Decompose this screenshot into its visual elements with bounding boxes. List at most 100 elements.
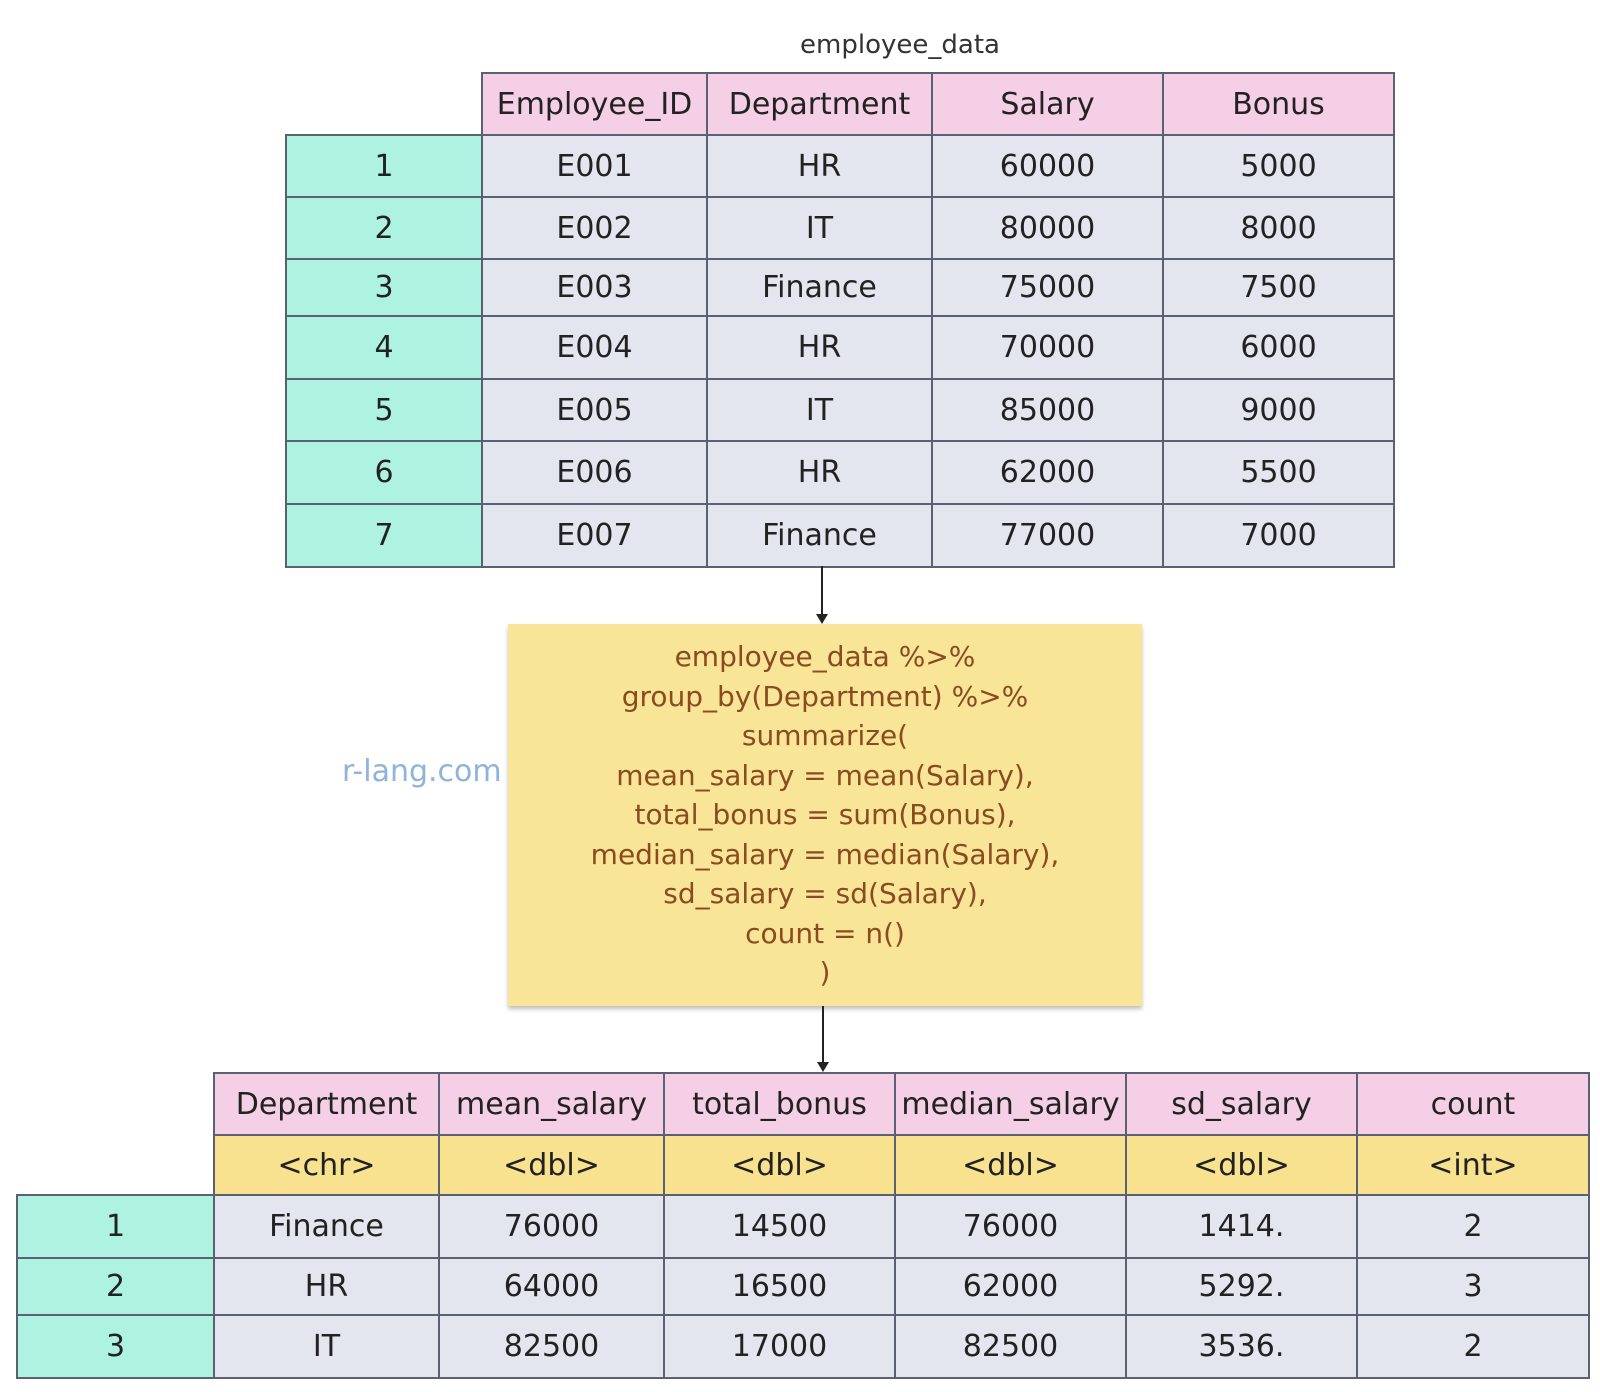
table-cell: HR <box>706 134 933 198</box>
column-type: <chr> <box>213 1134 440 1196</box>
table-cell: E001 <box>481 134 708 198</box>
row-index: 5 <box>285 378 483 442</box>
watermark: r-lang.com <box>342 754 502 789</box>
table-cell: 77000 <box>931 503 1164 568</box>
table-cell: E004 <box>481 315 708 380</box>
output-table: Department mean_salary total_bonus media… <box>16 1072 1590 1379</box>
column-type: <dbl> <box>438 1134 665 1196</box>
table-cell: 2 <box>1356 1314 1590 1379</box>
table-cell: 5292. <box>1125 1257 1358 1316</box>
column-type: <int> <box>1356 1134 1590 1196</box>
table-cell: 8000 <box>1162 196 1395 260</box>
table-cell: 62000 <box>894 1257 1127 1316</box>
table-cell: 9000 <box>1162 378 1395 442</box>
table-cell: 62000 <box>931 440 1164 505</box>
table-cell: 2 <box>1356 1194 1590 1259</box>
table-cell: 17000 <box>663 1314 896 1379</box>
column-type: <dbl> <box>894 1134 1127 1196</box>
table-cell: 16500 <box>663 1257 896 1316</box>
code-line: sd_salary = sd(Salary), <box>663 877 987 911</box>
row-index: 1 <box>285 134 483 198</box>
row-index: 1 <box>16 1194 215 1259</box>
row-index: 6 <box>285 440 483 505</box>
corner-blank <box>286 73 482 135</box>
input-header-row: Employee_ID Department Salary Bonus <box>286 72 1395 136</box>
row-index: 3 <box>285 258 483 317</box>
output-type-row: <chr> <dbl> <dbl> <dbl> <dbl> <int> <box>17 1134 1590 1196</box>
table-cell: HR <box>706 440 933 505</box>
arrow-head-2 <box>817 1062 829 1072</box>
table-cell: 76000 <box>894 1194 1127 1259</box>
column-header: total_bonus <box>663 1072 896 1136</box>
table-cell: HR <box>213 1257 440 1316</box>
arrow-down-2 <box>822 1006 824 1062</box>
table-cell: 76000 <box>438 1194 665 1259</box>
column-type: <dbl> <box>1125 1134 1358 1196</box>
row-index: 2 <box>285 196 483 260</box>
row-index: 4 <box>285 315 483 380</box>
corner-blank <box>17 1135 214 1195</box>
code-line: ) <box>819 956 831 990</box>
table-cell: 3 <box>1356 1257 1590 1316</box>
table-cell: E006 <box>481 440 708 505</box>
table-cell: 75000 <box>931 258 1164 317</box>
table-cell: 80000 <box>931 196 1164 260</box>
table-cell: E005 <box>481 378 708 442</box>
table-cell: 82500 <box>894 1314 1127 1379</box>
column-header: sd_salary <box>1125 1072 1358 1136</box>
table-cell: 64000 <box>438 1257 665 1316</box>
table-cell: E003 <box>481 258 708 317</box>
column-type: <dbl> <box>663 1134 896 1196</box>
arrow-down-1 <box>821 566 823 614</box>
table-cell: 3536. <box>1125 1314 1358 1379</box>
table-cell: 5500 <box>1162 440 1395 505</box>
column-header: Bonus <box>1162 72 1395 136</box>
table-cell: IT <box>706 196 933 260</box>
table-cell: E007 <box>481 503 708 568</box>
input-table-title: employee_data <box>800 30 1000 60</box>
table-cell: 70000 <box>931 315 1164 380</box>
table-cell: HR <box>706 315 933 380</box>
table-cell: 85000 <box>931 378 1164 442</box>
code-line: group_by(Department) %>% <box>621 679 1029 713</box>
table-cell: Finance <box>706 503 933 568</box>
table-cell: 7000 <box>1162 503 1395 568</box>
column-header: count <box>1356 1072 1590 1136</box>
table-cell: 60000 <box>931 134 1164 198</box>
row-index: 3 <box>16 1314 215 1379</box>
column-header: median_salary <box>894 1072 1127 1136</box>
table-cell: Finance <box>213 1194 440 1259</box>
column-header: Department <box>706 72 933 136</box>
column-header: Department <box>213 1072 440 1136</box>
column-header: Salary <box>931 72 1164 136</box>
table-cell: IT <box>213 1314 440 1379</box>
column-header: Employee_ID <box>481 72 708 136</box>
column-header: mean_salary <box>438 1072 665 1136</box>
code-line: employee_data %>% <box>674 640 976 674</box>
code-line: total_bonus = sum(Bonus), <box>634 798 1016 832</box>
table-cell: 5000 <box>1162 134 1395 198</box>
code-line: count = n() <box>745 916 905 950</box>
row-index: 7 <box>285 503 483 568</box>
table-cell: 14500 <box>663 1194 896 1259</box>
code-block: employee_data %>% group_by(Department) %>… <box>508 624 1142 1006</box>
table-cell: 1414. <box>1125 1194 1358 1259</box>
code-line: mean_salary = mean(Salary), <box>616 758 1034 792</box>
corner-blank <box>17 1073 214 1135</box>
table-cell: Finance <box>706 258 933 317</box>
table-cell: E002 <box>481 196 708 260</box>
output-header-row: Department mean_salary total_bonus media… <box>17 1072 1590 1136</box>
table-cell: 7500 <box>1162 258 1395 317</box>
arrow-head-1 <box>816 614 828 624</box>
code-line: summarize( <box>741 719 909 753</box>
